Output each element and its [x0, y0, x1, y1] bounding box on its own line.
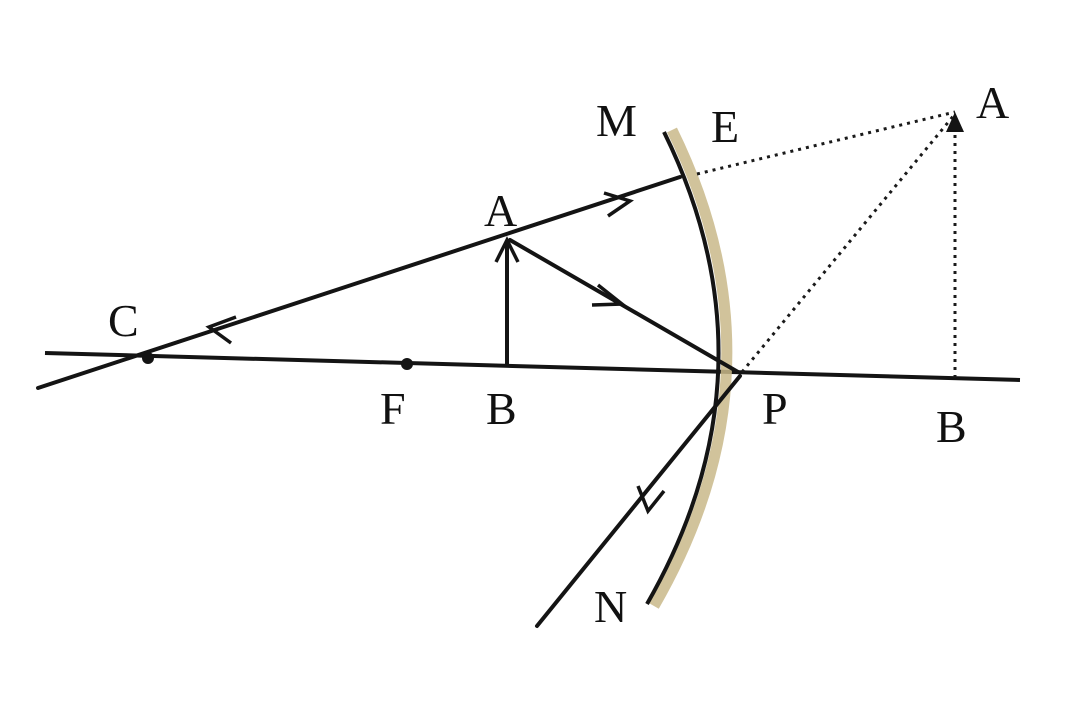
focus-point-F	[401, 358, 413, 370]
center-point-C	[142, 352, 154, 364]
label-B-object: B	[486, 383, 517, 434]
object-arrowhead	[494, 236, 520, 263]
image-arrowhead	[946, 112, 964, 132]
label-E: E	[711, 101, 739, 152]
ray-arrow-lower	[205, 315, 237, 345]
ray-arrow-AP	[591, 283, 627, 307]
reflected-ray	[535, 374, 742, 628]
reflected-ray-arrow	[636, 485, 666, 515]
label-A-image: A	[976, 77, 1009, 128]
label-P: P	[762, 383, 788, 434]
ray-arrow-upper	[603, 191, 634, 218]
label-B-image: B	[936, 401, 967, 452]
ray-A-to-P	[508, 238, 740, 374]
label-A-object: A	[484, 185, 517, 236]
label-F: F	[380, 383, 406, 434]
label-N: N	[594, 581, 627, 632]
mirror-back-shading	[649, 127, 733, 609]
label-C: C	[108, 295, 139, 346]
label-M: M	[596, 95, 637, 146]
virtual-ray-from-P	[740, 113, 957, 373]
concave-mirror	[645, 131, 721, 605]
principal-axis	[44, 351, 1021, 382]
